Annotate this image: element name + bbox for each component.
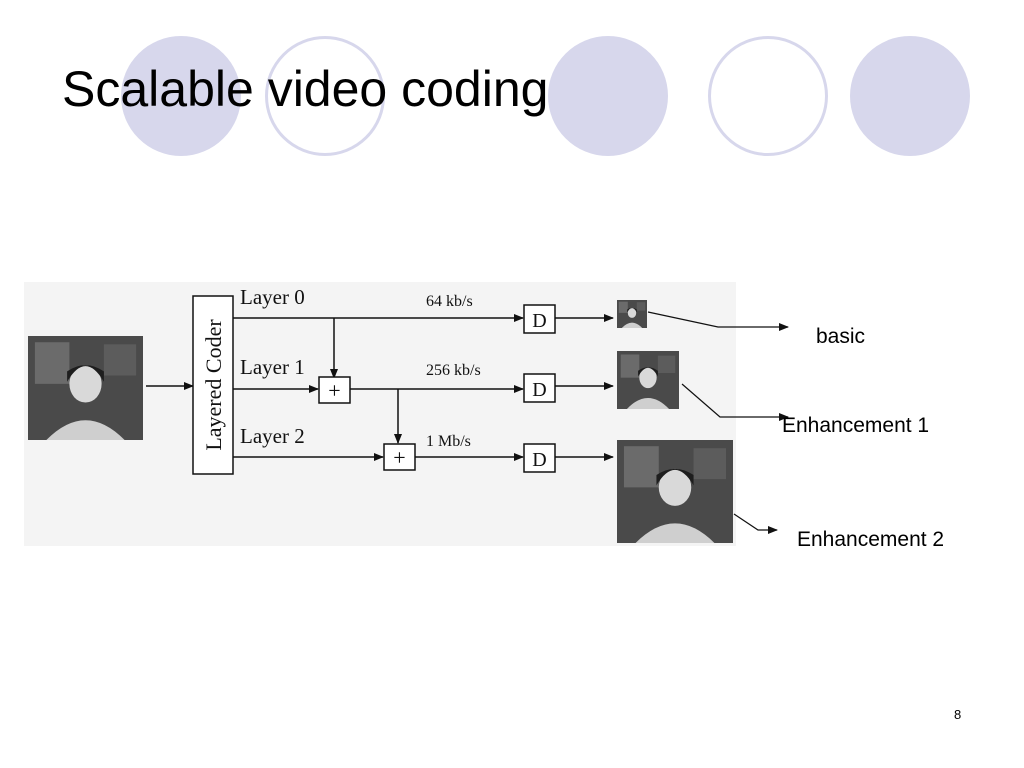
decorative-circle bbox=[121, 36, 241, 156]
layer-0-label: Layer 0 bbox=[240, 285, 305, 309]
layer-1-rate: 256 kb/s bbox=[426, 362, 481, 379]
output-label-enhancement-1: Enhancement 1 bbox=[782, 414, 930, 437]
decorative-circle bbox=[708, 36, 828, 156]
callout-arrow-enhancement-1 bbox=[681, 383, 789, 421]
decoder-1-label: D bbox=[532, 379, 546, 401]
decoder-0-box bbox=[523, 304, 556, 334]
adder-2-symbol: + bbox=[393, 445, 405, 470]
layer-1-label: Layer 1 bbox=[240, 355, 305, 379]
layer-2-rate: 1 Mb/s bbox=[426, 433, 471, 450]
adder-1-box bbox=[318, 376, 351, 404]
callout-arrow-basic bbox=[647, 311, 789, 331]
callout-arrow-enhancement-2 bbox=[733, 513, 778, 534]
decoder-1-box bbox=[523, 373, 556, 403]
decoder-2-box bbox=[523, 443, 556, 473]
layer-2-label: Layer 2 bbox=[240, 424, 305, 448]
input-video-frame bbox=[28, 336, 143, 440]
slide-title: Scalable video coding bbox=[62, 61, 549, 117]
layer-0-rate: 64 kb/s bbox=[426, 293, 473, 310]
decorative-circle bbox=[850, 36, 970, 156]
layered-coder-label: Layered Coder bbox=[201, 319, 226, 451]
output-label-enhancement-2: Enhancement 2 bbox=[797, 528, 945, 551]
output-label-basic: basic bbox=[816, 325, 866, 348]
page-number: 8 bbox=[954, 707, 962, 722]
decoder-2-label: D bbox=[532, 449, 546, 471]
decoder-0-label: D bbox=[532, 310, 546, 332]
output-frame-basic bbox=[617, 300, 647, 328]
output-frame-enhancement-2 bbox=[617, 440, 733, 543]
layered-coder-box bbox=[192, 295, 234, 475]
decorative-circle bbox=[265, 36, 385, 156]
adder-1-symbol: + bbox=[328, 378, 340, 403]
output-frame-enhancement-1 bbox=[617, 351, 679, 409]
decorative-circle bbox=[548, 36, 668, 156]
